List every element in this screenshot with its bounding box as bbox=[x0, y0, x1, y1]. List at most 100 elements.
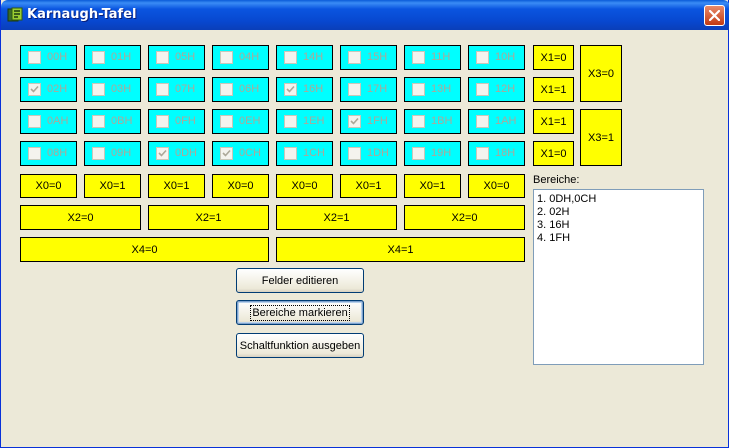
x0-label: X0=1 bbox=[148, 174, 205, 198]
karnaugh-cell[interactable]: 1EH bbox=[276, 109, 333, 134]
cell-checkbox[interactable] bbox=[476, 115, 489, 128]
karnaugh-cell[interactable]: 18H bbox=[468, 141, 525, 166]
cell-checkbox[interactable] bbox=[348, 83, 361, 96]
cell-checkbox[interactable] bbox=[92, 147, 105, 160]
cell-checkbox[interactable] bbox=[220, 115, 233, 128]
cell-label: 04H bbox=[239, 51, 260, 63]
x2-label: X2=0 bbox=[404, 205, 525, 230]
cell-checkbox[interactable] bbox=[284, 83, 297, 96]
cell-checkbox[interactable] bbox=[220, 83, 233, 96]
cell-checkbox[interactable] bbox=[92, 51, 105, 64]
x3-label: X3=0 bbox=[580, 45, 622, 102]
karnaugh-cell[interactable]: 19H bbox=[404, 141, 461, 166]
cell-label: 18H bbox=[495, 147, 516, 159]
karnaugh-cell[interactable]: 01H bbox=[84, 45, 141, 70]
cell-checkbox[interactable] bbox=[412, 115, 425, 128]
cell-checkbox[interactable] bbox=[348, 147, 361, 160]
mark-areas-button[interactable]: Bereiche markieren bbox=[236, 300, 364, 325]
cell-checkbox[interactable] bbox=[412, 51, 425, 64]
cell-label: 0FH bbox=[175, 115, 196, 127]
cell-label: 19H bbox=[431, 147, 452, 159]
checkmark-icon bbox=[286, 85, 295, 93]
karnaugh-cell[interactable]: 17H bbox=[340, 77, 397, 102]
karnaugh-cell[interactable]: 02H bbox=[20, 77, 77, 102]
cell-checkbox[interactable] bbox=[348, 115, 361, 128]
cell-checkbox[interactable] bbox=[476, 83, 489, 96]
window-title: Karnaugh-Tafel bbox=[27, 7, 137, 22]
x1-label: X1=1 bbox=[533, 77, 574, 102]
cell-checkbox[interactable] bbox=[220, 147, 233, 160]
karnaugh-cell[interactable]: 03H bbox=[84, 77, 141, 102]
karnaugh-cell[interactable]: 1BH bbox=[404, 109, 461, 134]
karnaugh-cell[interactable]: 15H bbox=[340, 45, 397, 70]
cell-checkbox[interactable] bbox=[156, 115, 169, 128]
cell-checkbox[interactable] bbox=[92, 83, 105, 96]
karnaugh-cell[interactable]: 1CH bbox=[276, 141, 333, 166]
karnaugh-cell[interactable]: 14H bbox=[276, 45, 333, 70]
karnaugh-cell[interactable]: 00H bbox=[20, 45, 77, 70]
cell-checkbox[interactable] bbox=[476, 147, 489, 160]
cell-label: 00H bbox=[47, 51, 68, 63]
cell-checkbox[interactable] bbox=[92, 115, 105, 128]
cell-checkbox[interactable] bbox=[284, 115, 297, 128]
output-function-button[interactable]: Schaltfunktion ausgeben bbox=[236, 333, 364, 358]
x3-label: X3=1 bbox=[580, 109, 622, 166]
list-item[interactable]: 2. 02H bbox=[537, 206, 570, 218]
karnaugh-cell[interactable]: 1AH bbox=[468, 109, 525, 134]
karnaugh-cell[interactable]: 05H bbox=[148, 45, 205, 70]
karnaugh-cell[interactable]: 0CH bbox=[212, 141, 269, 166]
list-item[interactable]: 4. 1FH bbox=[537, 232, 571, 244]
app-icon bbox=[7, 7, 23, 23]
cell-checkbox[interactable] bbox=[28, 115, 41, 128]
cell-checkbox[interactable] bbox=[156, 147, 169, 160]
cell-checkbox[interactable] bbox=[412, 83, 425, 96]
cell-checkbox[interactable] bbox=[220, 51, 233, 64]
x2-label: X2=1 bbox=[148, 205, 269, 230]
x0-label: X0=0 bbox=[212, 174, 269, 198]
cell-checkbox[interactable] bbox=[28, 51, 41, 64]
checkmark-icon bbox=[30, 85, 39, 93]
cell-label: 05H bbox=[175, 51, 196, 63]
karnaugh-cell[interactable]: 06H bbox=[212, 77, 269, 102]
edit-fields-button[interactable]: Felder editieren bbox=[236, 268, 364, 293]
cell-label: 11H bbox=[431, 51, 451, 63]
close-button[interactable] bbox=[704, 5, 725, 26]
karnaugh-cell[interactable]: 0FH bbox=[148, 109, 205, 134]
cell-label: 0AH bbox=[47, 115, 69, 127]
karnaugh-cell[interactable]: 1DH bbox=[340, 141, 397, 166]
cell-label: 17H bbox=[367, 83, 388, 95]
cell-checkbox[interactable] bbox=[28, 83, 41, 96]
karnaugh-cell[interactable]: 09H bbox=[84, 141, 141, 166]
x0-label: X0=0 bbox=[468, 174, 525, 198]
karnaugh-cell[interactable]: 0EH bbox=[212, 109, 269, 134]
karnaugh-cell[interactable]: 13H bbox=[404, 77, 461, 102]
list-item[interactable]: 1. 0DH,0CH bbox=[537, 193, 597, 205]
cell-checkbox[interactable] bbox=[348, 51, 361, 64]
cell-checkbox[interactable] bbox=[476, 51, 489, 64]
cell-label: 16H bbox=[303, 83, 324, 95]
karnaugh-cell[interactable]: 04H bbox=[212, 45, 269, 70]
karnaugh-cell[interactable]: 11H bbox=[404, 45, 461, 70]
list-item[interactable]: 3. 16H bbox=[537, 219, 570, 231]
cell-checkbox[interactable] bbox=[156, 51, 169, 64]
cell-label: 1DH bbox=[367, 147, 390, 159]
cell-checkbox[interactable] bbox=[412, 147, 425, 160]
cell-checkbox[interactable] bbox=[28, 147, 41, 160]
karnaugh-cell[interactable]: 10H bbox=[468, 45, 525, 70]
cell-checkbox[interactable] bbox=[284, 147, 297, 160]
x0-label: X0=0 bbox=[20, 174, 77, 198]
karnaugh-cell[interactable]: 16H bbox=[276, 77, 333, 102]
edit-fields-button-label: Felder editieren bbox=[261, 274, 339, 287]
title-bar[interactable]: Karnaugh-Tafel bbox=[1, 0, 729, 30]
karnaugh-cell[interactable]: 0AH bbox=[20, 109, 77, 134]
karnaugh-cell[interactable]: 0DH bbox=[148, 141, 205, 166]
karnaugh-cell[interactable]: 1FH bbox=[340, 109, 397, 134]
cell-checkbox[interactable] bbox=[284, 51, 297, 64]
karnaugh-cell[interactable]: 08H bbox=[20, 141, 77, 166]
karnaugh-cell[interactable]: 0BH bbox=[84, 109, 141, 134]
karnaugh-cell[interactable]: 12H bbox=[468, 77, 525, 102]
karnaugh-cell[interactable]: 07H bbox=[148, 77, 205, 102]
cell-label: 1CH bbox=[303, 147, 326, 159]
cell-checkbox[interactable] bbox=[156, 83, 169, 96]
